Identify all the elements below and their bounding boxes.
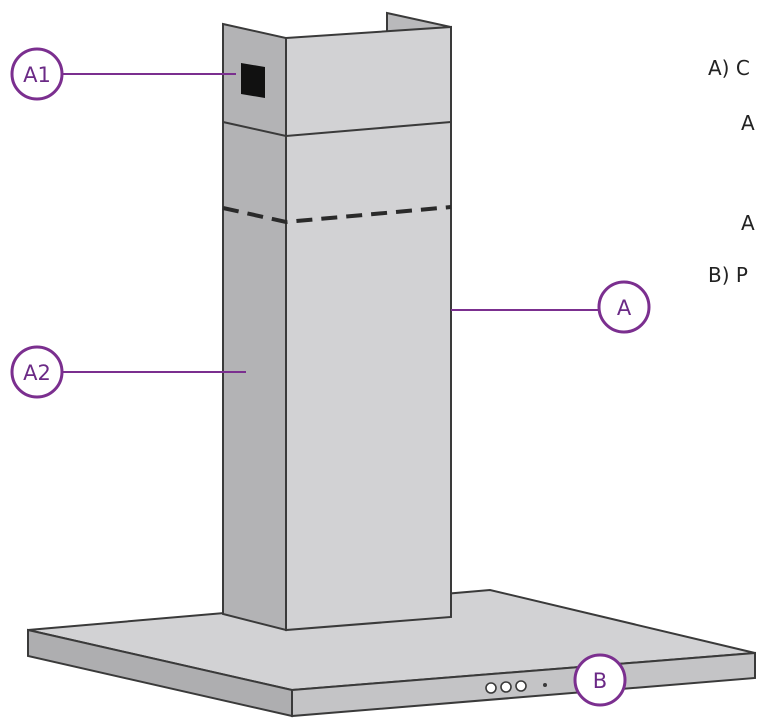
control-buttons — [485, 680, 547, 694]
control-button-1 — [485, 682, 497, 694]
callout-a1-label: A1 — [23, 63, 51, 87]
vent-opening-icon — [241, 63, 265, 98]
legend-line-3: A — [741, 211, 755, 235]
legend-text: A) C A A B) P — [708, 56, 755, 287]
callout-a: A — [451, 280, 651, 334]
legend-line-2: A — [741, 111, 755, 135]
control-indicator-light — [543, 683, 547, 687]
callout-a2: A2 — [10, 345, 246, 399]
callout-b: B — [573, 653, 627, 707]
chimney-left-face — [222, 22, 287, 632]
control-button-2 — [500, 681, 512, 693]
callout-a-label: A — [617, 296, 632, 320]
legend-line-4: B) P — [708, 263, 748, 287]
legend-line-1: A) C — [708, 56, 750, 80]
callout-a2-label: A2 — [23, 361, 51, 385]
chimney-front-face — [285, 25, 452, 632]
cut-line-dashed — [222, 205, 452, 225]
hood-canopy — [27, 588, 756, 718]
control-button-3 — [515, 680, 527, 692]
chimney-joint — [222, 121, 452, 138]
callout-a1: A1 — [10, 47, 236, 101]
callout-b-label: B — [593, 669, 607, 693]
